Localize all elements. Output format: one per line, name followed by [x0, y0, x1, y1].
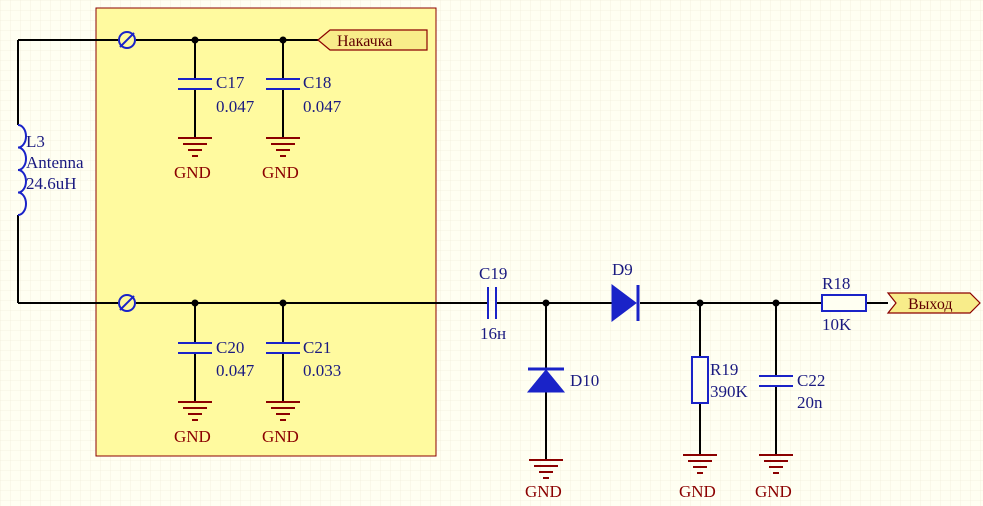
gnd-label: GND	[174, 163, 211, 182]
r19-value: 390K	[710, 382, 749, 401]
capacitor-c19[interactable]: C19 16н	[479, 264, 507, 343]
gnd-label: GND	[679, 482, 716, 501]
resistor-r19[interactable]: R19 390K	[691, 356, 749, 404]
c22-value: 20n	[797, 393, 823, 412]
gnd-label: GND	[755, 482, 792, 501]
inductor-l3[interactable]: L3 Antenna 24.6uH	[17, 124, 84, 216]
c18-ref: C18	[303, 73, 331, 92]
gnd-label: GND	[174, 427, 211, 446]
capacitor-c21[interactable]: C21 0.033	[266, 338, 341, 380]
r18-ref: R18	[822, 274, 850, 293]
c20-ref: C20	[216, 338, 244, 357]
antenna-block-region[interactable]	[95, 7, 437, 457]
c21-value: 0.033	[303, 361, 341, 380]
d9-ref: D9	[612, 260, 633, 279]
terminal-top[interactable]	[118, 31, 136, 49]
ground-c18: GND	[262, 137, 300, 182]
ground-c22: GND	[755, 454, 793, 501]
port-output-label: Выход	[908, 296, 953, 313]
capacitor-c18[interactable]: C18 0.047	[266, 73, 342, 116]
l3-ref: L3	[26, 132, 45, 151]
port-input-label: Накачка	[337, 33, 392, 50]
ground-c21: GND	[262, 401, 300, 446]
ground-c17: GND	[174, 137, 212, 182]
l3-value-2: 24.6uH	[26, 174, 77, 193]
port-output[interactable]: Выход	[886, 292, 981, 314]
c19-value: 16н	[480, 324, 506, 343]
ground-d10: GND	[525, 459, 563, 501]
ground-c20: GND	[174, 401, 212, 446]
c17-ref: C17	[216, 73, 245, 92]
r18-value: 10K	[822, 315, 852, 334]
port-input[interactable]: Накачка	[317, 29, 428, 51]
diode-d9[interactable]: D9	[611, 260, 640, 322]
ground-r19: GND	[679, 454, 717, 501]
gnd-label: GND	[525, 482, 562, 501]
diode-d10[interactable]: D10	[526, 367, 599, 393]
wires	[17, 39, 888, 460]
d10-ref: D10	[570, 371, 599, 390]
c22-ref: C22	[797, 371, 825, 390]
terminal-bottom[interactable]	[118, 294, 136, 312]
c21-ref: C21	[303, 338, 331, 357]
gnd-label: GND	[262, 163, 299, 182]
c20-value: 0.047	[216, 361, 255, 380]
resistor-r18[interactable]: R18 10K	[821, 274, 867, 334]
r19-ref: R19	[710, 360, 738, 379]
c17-value: 0.047	[216, 97, 255, 116]
l3-value-1: Antenna	[26, 153, 84, 172]
junction-dots	[191, 36, 780, 307]
capacitor-c20[interactable]: C20 0.047	[178, 338, 255, 380]
capacitor-c17[interactable]: C17 0.047	[178, 73, 255, 116]
c19-ref: C19	[479, 264, 507, 283]
gnd-label: GND	[262, 427, 299, 446]
capacitor-c22[interactable]: C22 20n	[759, 371, 825, 412]
c18-value: 0.047	[303, 97, 342, 116]
